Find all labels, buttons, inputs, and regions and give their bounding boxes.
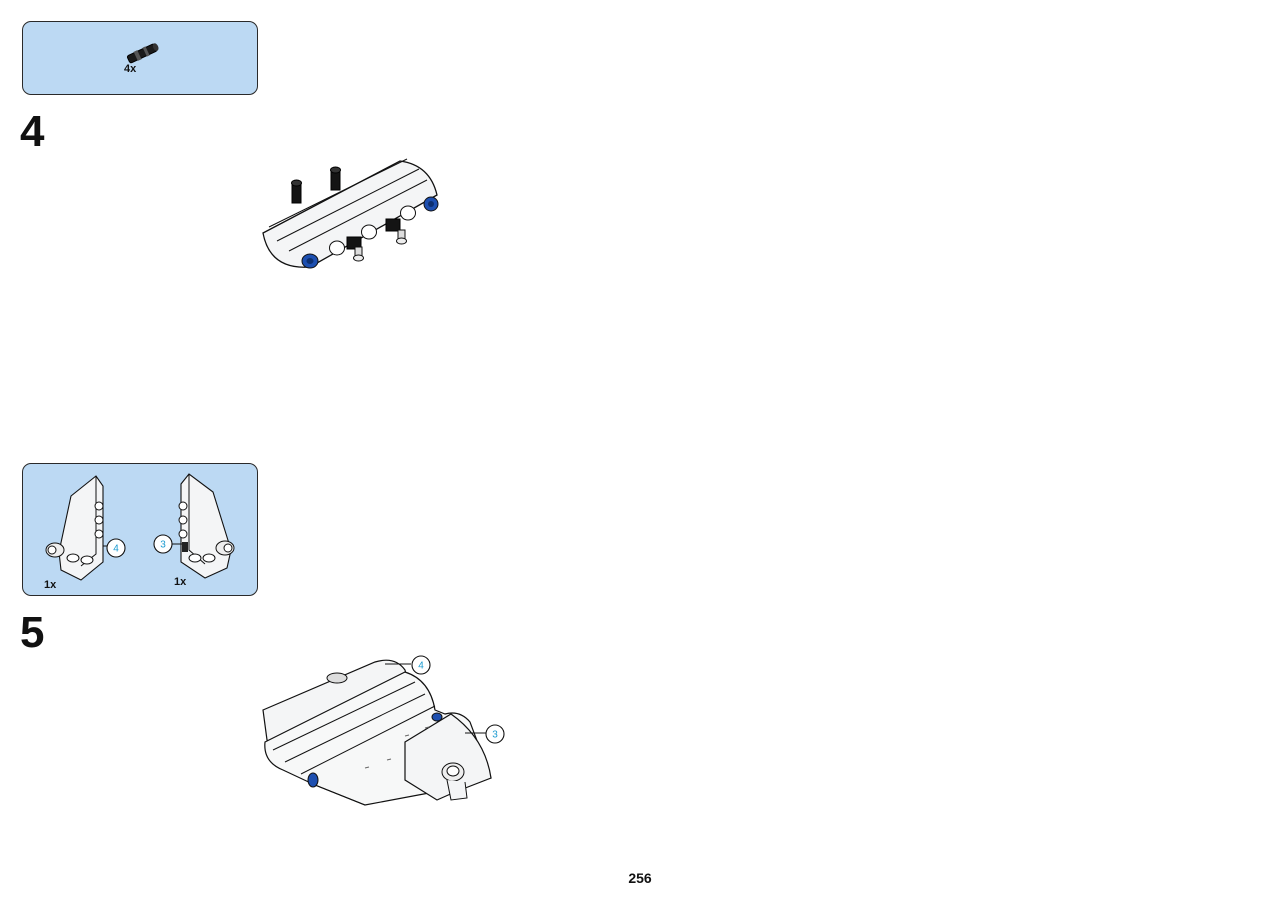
step-number: 5 bbox=[20, 608, 45, 657]
black-axle-pin-icon bbox=[126, 43, 159, 64]
parts-box-step-4: 4x bbox=[22, 21, 258, 95]
part-quantity: 1x bbox=[174, 576, 187, 588]
svg-text:4: 4 bbox=[113, 544, 119, 555]
part-quantity: 1x bbox=[44, 579, 57, 591]
callout-marker: 4 bbox=[106, 538, 126, 558]
svg-text:3: 3 bbox=[492, 730, 498, 741]
part-quantity: 4x bbox=[124, 63, 137, 75]
svg-text:3: 3 bbox=[160, 540, 166, 551]
axle-pin-lower-left bbox=[346, 236, 364, 262]
callout-marker: 3 bbox=[153, 534, 173, 554]
page-number: 256 bbox=[628, 870, 652, 886]
white-panel-icon bbox=[45, 475, 124, 581]
step-number: 4 bbox=[20, 107, 45, 156]
axle-pin-top-left bbox=[291, 179, 302, 204]
step-5-assembly-illustration bbox=[262, 659, 492, 806]
blue-pin-hole bbox=[307, 772, 319, 788]
parts-box-step-5: 4 1x 3 1x bbox=[22, 463, 258, 596]
white-panel-icon bbox=[167, 473, 235, 579]
svg-text:4: 4 bbox=[418, 661, 424, 672]
callout-marker: 3 bbox=[485, 724, 505, 744]
callout-marker: 4 bbox=[411, 655, 431, 675]
blue-pin-hole bbox=[431, 712, 443, 722]
step-4-assembly-illustration bbox=[262, 158, 439, 269]
axle-pin-top-right bbox=[330, 166, 341, 191]
axle-pin-lower-right bbox=[385, 218, 407, 245]
